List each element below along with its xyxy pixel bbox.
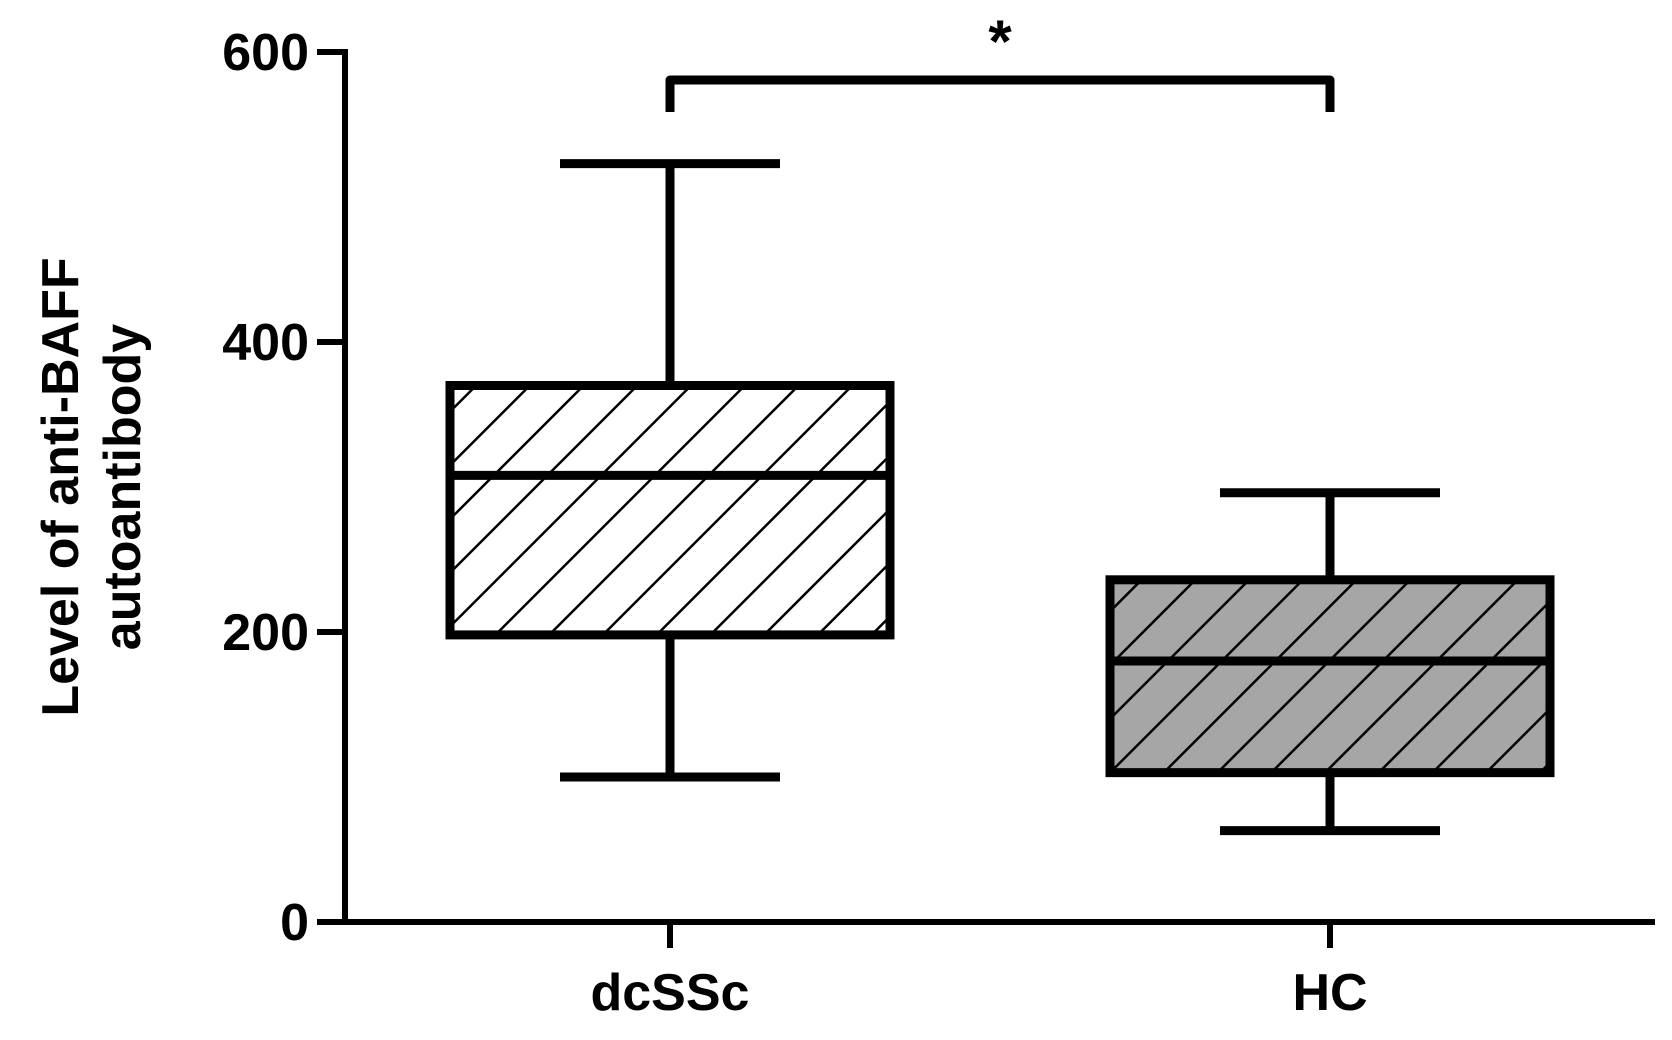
- boxes: [445, 159, 1555, 836]
- significance-label: *: [988, 8, 1012, 75]
- x-ticks: dcSSc HC: [591, 922, 1368, 1022]
- box-body: [445, 381, 895, 640]
- y-axis-title-line-1: Level of anti-BAFF: [32, 257, 90, 716]
- y-axis-title-line-2: autoantibody: [94, 324, 152, 651]
- box-body: [1105, 575, 1555, 778]
- y-tick-label: 600: [222, 24, 309, 82]
- x-tick-label-hc: HC: [1292, 964, 1367, 1022]
- box-dcssc: [445, 159, 895, 782]
- significance-bracket: [665, 75, 1335, 112]
- significance-bracket-group: *: [665, 8, 1335, 112]
- y-ticks: 0 200 400 600: [222, 24, 345, 952]
- axes: [342, 49, 1655, 925]
- x-tick-label-dcssc: dcSSc: [591, 964, 750, 1022]
- box-hc: [1105, 488, 1555, 836]
- y-tick-label: 200: [222, 604, 309, 662]
- y-tick-label: 0: [280, 894, 309, 952]
- y-tick-label: 400: [222, 314, 309, 372]
